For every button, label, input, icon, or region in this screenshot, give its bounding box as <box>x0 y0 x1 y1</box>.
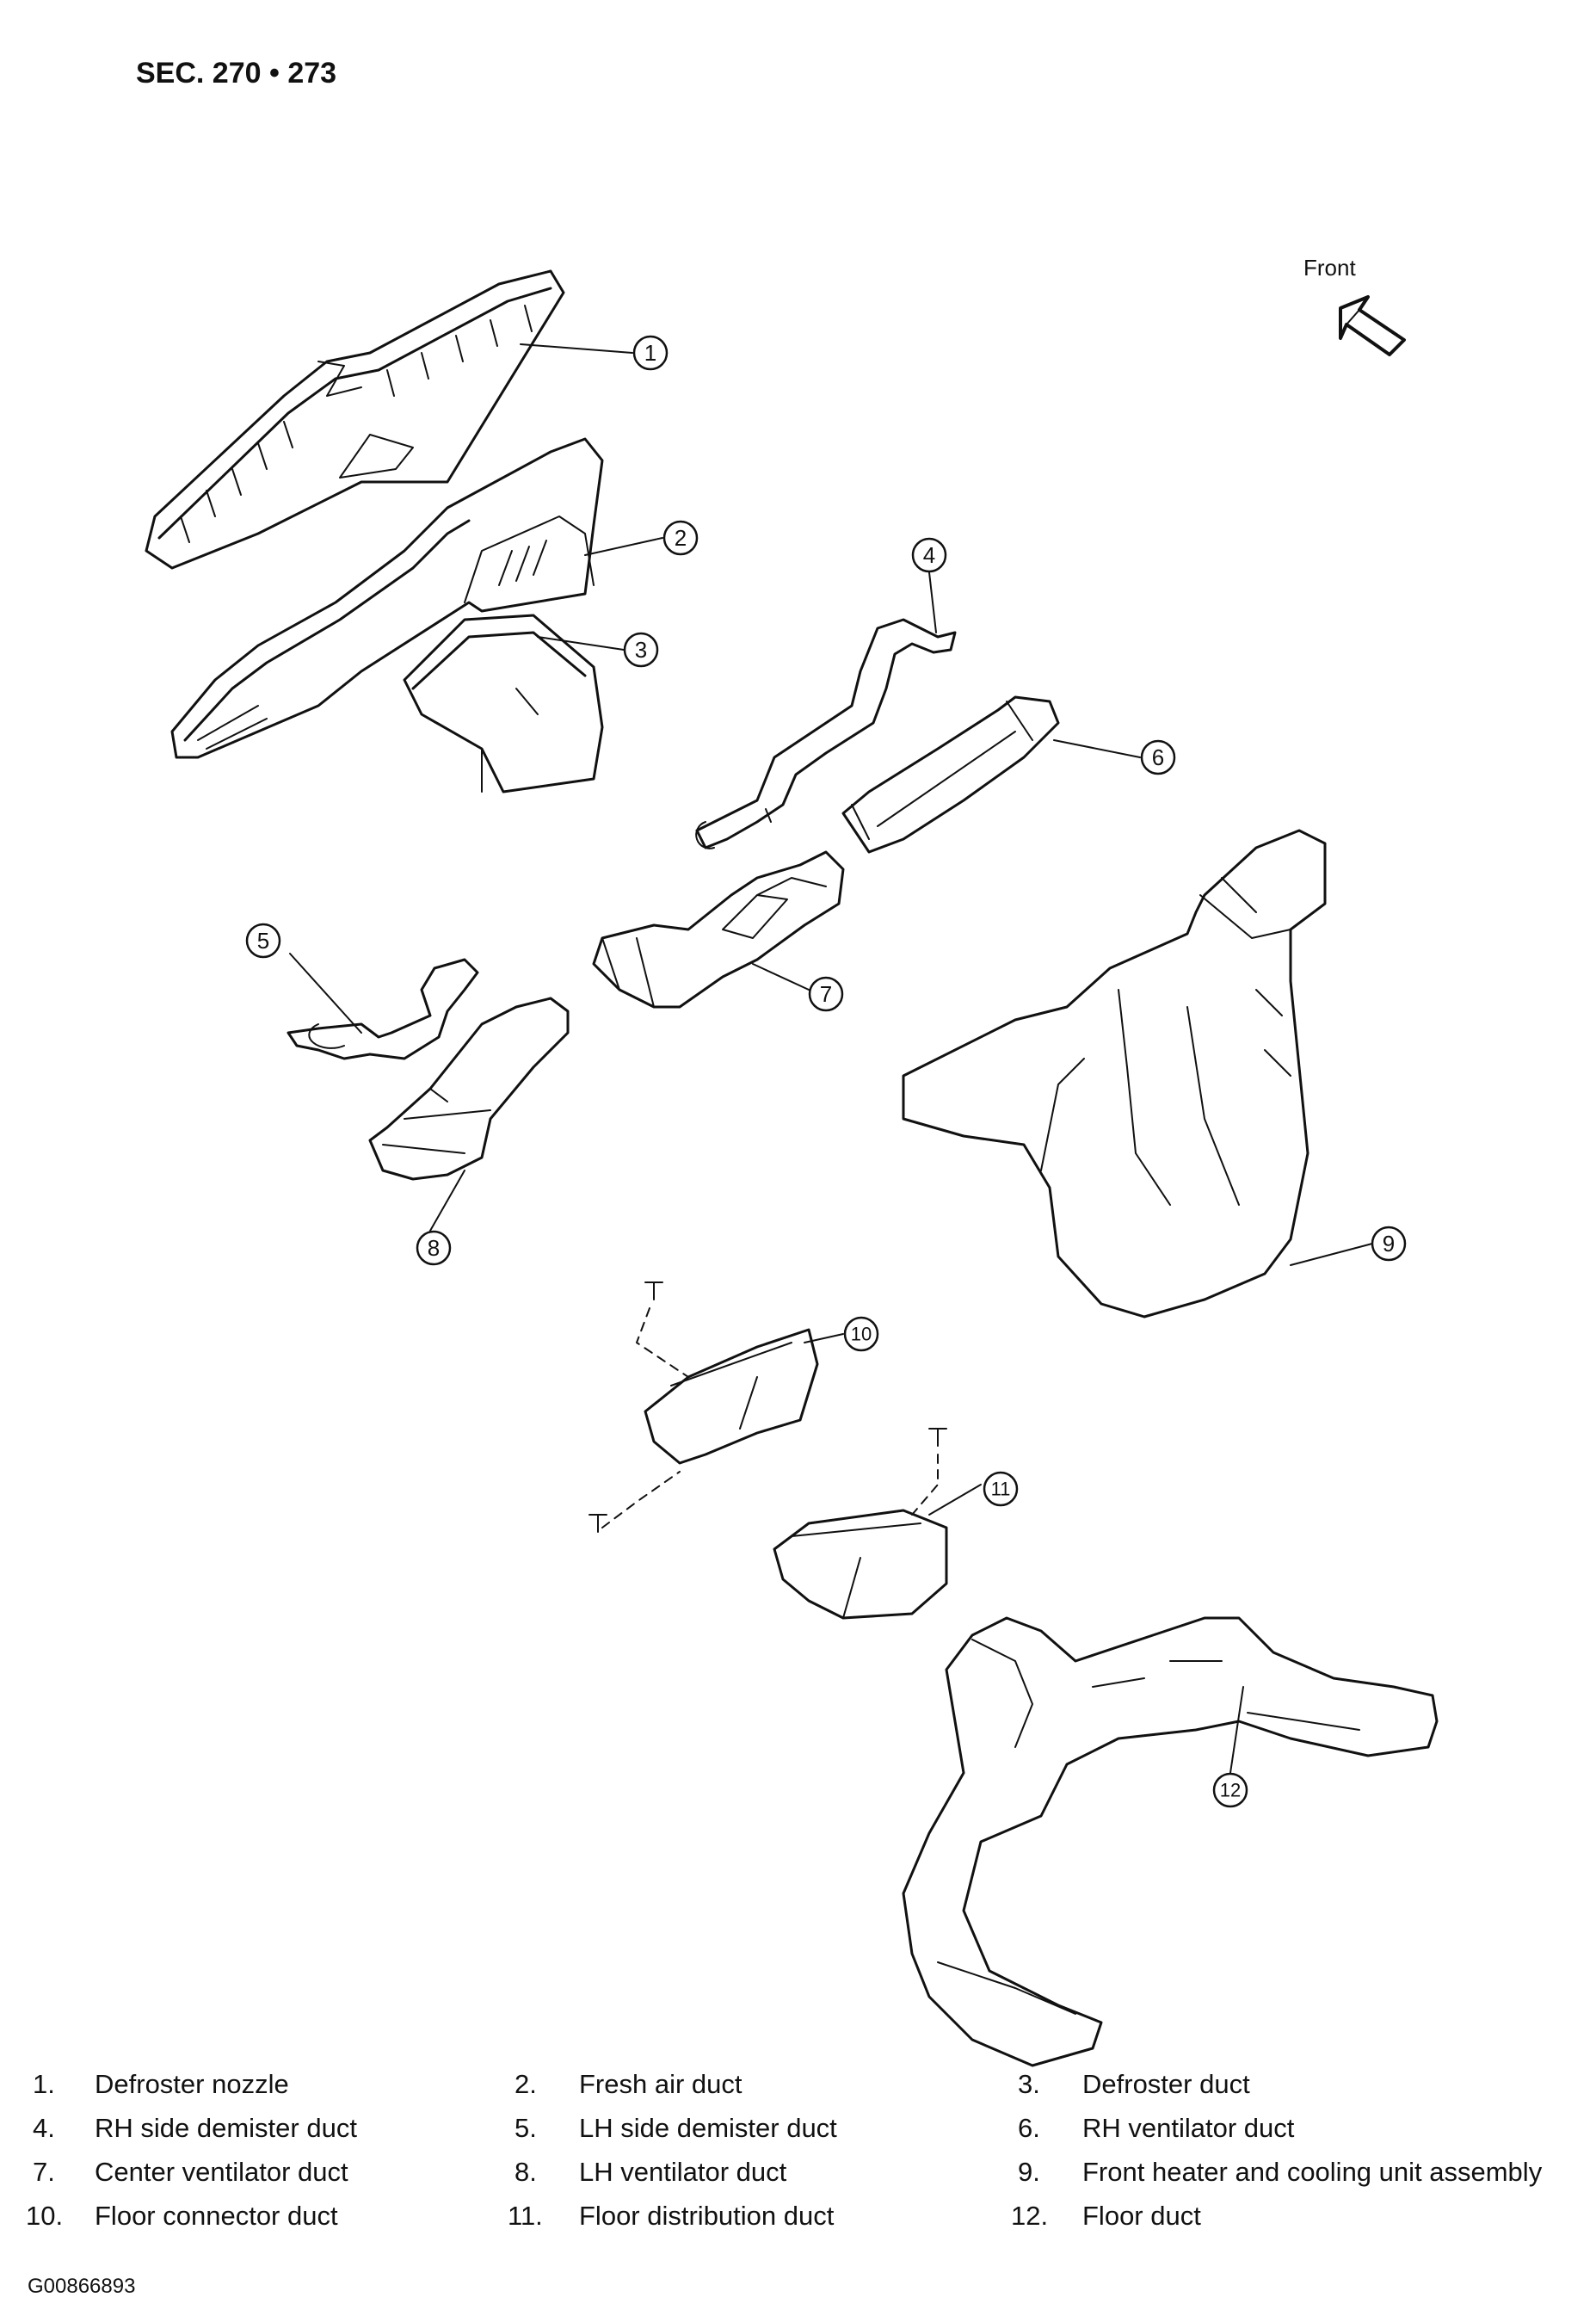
part-center-ventilator-duct <box>592 850 845 1009</box>
legend-num: 9. <box>1018 2157 1040 2187</box>
part-floor-distribution-duct <box>773 1428 948 1620</box>
part-front-heater-cooling-unit <box>902 829 1327 1318</box>
legend-label: Defroster duct <box>1082 2069 1250 2099</box>
legend-num: 4. <box>33 2113 55 2143</box>
legend-label: RH side demister duct <box>95 2113 357 2143</box>
part-lh-side-demister-duct <box>287 958 479 1060</box>
legend-label: Fresh air duct <box>579 2069 743 2099</box>
callout-9: 9 <box>1383 1231 1395 1257</box>
callout-3: 3 <box>635 637 647 663</box>
leader-lines <box>289 343 1373 1774</box>
part-rh-side-demister-duct <box>695 618 957 849</box>
legend-num: 7. <box>33 2157 55 2187</box>
figure-code: G00866893 <box>28 2275 136 2298</box>
legend-num: 1. <box>33 2069 55 2099</box>
parts-legend: 1. Defroster nozzle 2. Fresh air duct 3.… <box>0 2048 1596 2255</box>
part-defroster-nozzle <box>145 269 565 570</box>
callout-7: 7 <box>820 981 832 1007</box>
part-fresh-air-duct <box>170 437 604 759</box>
front-arrow-icon <box>1339 295 1406 356</box>
legend-num: 3. <box>1018 2069 1040 2099</box>
callout-1: 1 <box>644 340 656 366</box>
legend-num: 8. <box>515 2157 537 2187</box>
legend-label: LH side demister duct <box>579 2113 837 2143</box>
callout-5: 5 <box>257 928 269 954</box>
callout-12: 12 <box>1220 1780 1241 1801</box>
callout-10: 10 <box>851 1324 872 1345</box>
legend-label: Center ventilator duct <box>95 2157 348 2187</box>
legend-label: Floor duct <box>1082 2201 1201 2231</box>
legend-num: 12. <box>1011 2201 1049 2231</box>
legend-num: 2. <box>515 2069 537 2099</box>
callout-circles <box>245 335 1407 1808</box>
callout-6: 6 <box>1152 744 1164 770</box>
legend-num: 5. <box>515 2113 537 2143</box>
legend-label: RH ventilator duct <box>1082 2113 1295 2143</box>
legend-label: Front heater and cooling unit assembly <box>1082 2157 1543 2187</box>
legend-label: Floor distribution duct <box>579 2201 835 2231</box>
front-label: Front <box>1303 255 1356 281</box>
legend-num: 10. <box>26 2201 64 2231</box>
part-lh-ventilator-duct <box>368 997 570 1181</box>
callout-2: 2 <box>675 525 687 551</box>
callout-11: 11 <box>991 1479 1011 1500</box>
part-floor-duct <box>902 1616 1439 2067</box>
part-defroster-duct <box>403 614 604 794</box>
callout-8: 8 <box>428 1235 440 1261</box>
legend-label: Defroster nozzle <box>95 2069 289 2099</box>
callout-4: 4 <box>923 542 935 568</box>
part-floor-connector-duct <box>588 1281 819 1533</box>
legend-num: 6. <box>1018 2113 1040 2143</box>
section-title: SEC. 270 • 273 <box>136 57 337 90</box>
part-rh-ventilator-duct <box>841 695 1060 854</box>
legend-label: Floor connector duct <box>95 2201 338 2231</box>
legend-num: 11. <box>508 2201 543 2231</box>
legend-label: LH ventilator duct <box>579 2157 787 2187</box>
